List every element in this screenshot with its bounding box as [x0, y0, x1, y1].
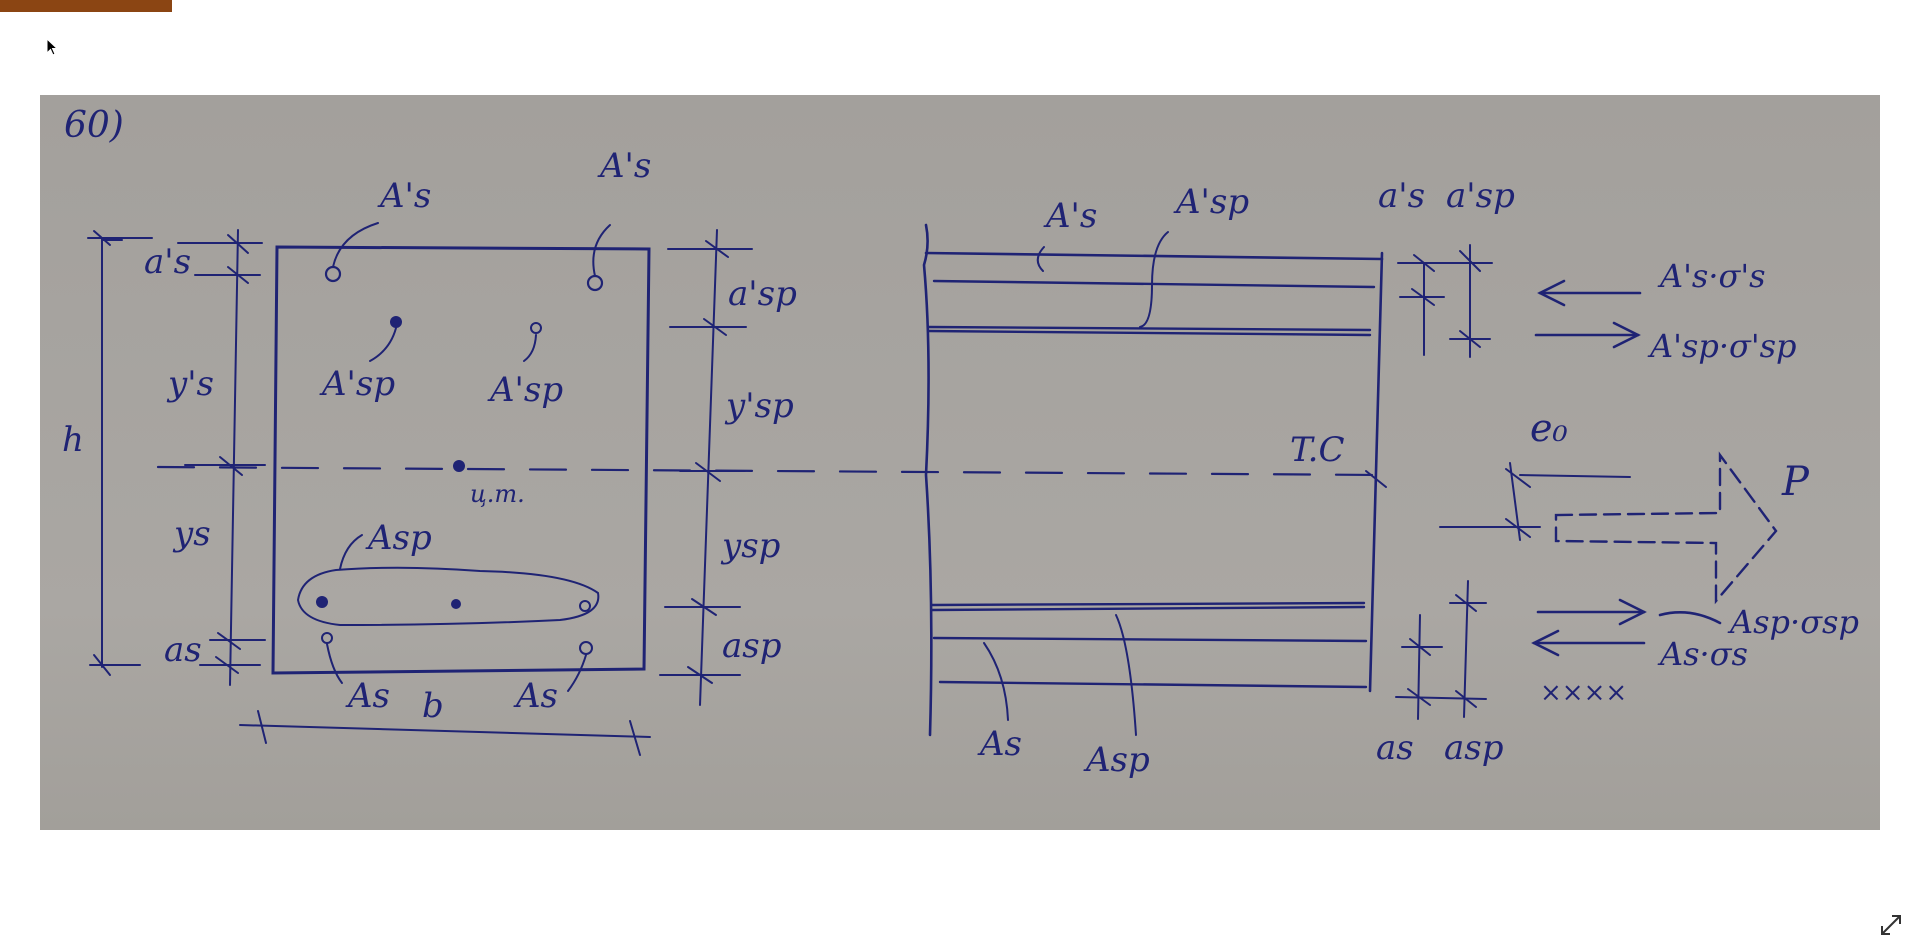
- eccentricity-dims: [1439, 462, 1631, 541]
- label-e0: e₀: [1530, 406, 1568, 450]
- hatch-marks: ××××: [1540, 678, 1627, 708]
- force-p-dashed-arrow: [1554, 451, 1778, 605]
- label-elev-as-prime: A's: [1043, 196, 1097, 236]
- dim-asp-prime: a'sp: [728, 274, 797, 314]
- dim-elev-bot-as: as: [1376, 728, 1414, 768]
- label-asp-bottom: Asp: [365, 518, 432, 558]
- dim-as: as: [164, 630, 202, 670]
- dim-ys: ys: [172, 514, 211, 554]
- label-as-bottom-left: As: [345, 676, 390, 716]
- dim-elev-top-asp: a'sp: [1446, 176, 1515, 216]
- label-elev-as: As: [977, 724, 1022, 764]
- section-bars: [296, 222, 611, 692]
- force-labels: A's·σ's A'sp·σ'sp e₀ P Asp·σsp As·σs ×××…: [1530, 257, 1859, 708]
- elevation-dimensions: [1365, 244, 1493, 720]
- label-asp-prime-right: A'sp: [487, 370, 563, 410]
- label-as-prime-top-left: A's: [377, 176, 431, 216]
- expand-diagonal-icon[interactable]: [1878, 912, 1904, 938]
- label-tc: T.C: [1290, 430, 1345, 470]
- elevation-leaders: [983, 231, 1169, 736]
- label-elev-asp-prime: A'sp: [1173, 182, 1249, 222]
- label-asp-prime-left: A'sp: [319, 364, 395, 404]
- cursor-arrow-icon: [46, 38, 59, 56]
- dim-elev-top-as: a's: [1378, 176, 1425, 216]
- section-labels: A's A's A'sp A'sp Asp As As h b ц.т. a's…: [62, 146, 797, 726]
- label-force-as-prime: A's·σ's: [1657, 257, 1766, 295]
- label-as-prime-top-right: A's: [597, 146, 651, 186]
- label-b: b: [422, 686, 444, 726]
- centroid-axis-dashed: [156, 465, 1387, 477]
- dim-ys-prime: y's: [166, 364, 214, 404]
- elevation-bars: [927, 279, 1376, 689]
- figure-label: 60): [64, 105, 124, 146]
- label-elev-asp: Asp: [1083, 740, 1150, 780]
- label-h: h: [62, 420, 84, 460]
- label-force-asp: Asp·σsp: [1727, 603, 1859, 641]
- dim-asp: asp: [722, 626, 781, 666]
- section-outline: [271, 245, 651, 675]
- label-force-asp-prime: A'sp·σ'sp: [1647, 327, 1797, 365]
- label-centroid: ц.т.: [470, 480, 525, 508]
- handwritten-diagram-photo: 60): [40, 95, 1880, 830]
- label-as-bottom-right: As: [513, 676, 558, 716]
- diagram-canvas: 60): [62, 105, 1859, 780]
- section-dimension-lines: [87, 229, 753, 756]
- dim-ysp: ysp: [720, 526, 780, 566]
- elevation-labels: A's A'sp As Asp T.C a's a'sp as asp: [977, 176, 1515, 780]
- dim-ysp-prime: y'sp: [724, 386, 794, 426]
- dim-elev-bot-asp: asp: [1444, 728, 1503, 768]
- dim-as-prime: a's: [144, 242, 191, 282]
- label-force-as: As·σs: [1657, 635, 1748, 673]
- top-accent-bar: [0, 0, 172, 12]
- force-arrows: [1531, 279, 1722, 657]
- label-force-p: P: [1781, 459, 1810, 505]
